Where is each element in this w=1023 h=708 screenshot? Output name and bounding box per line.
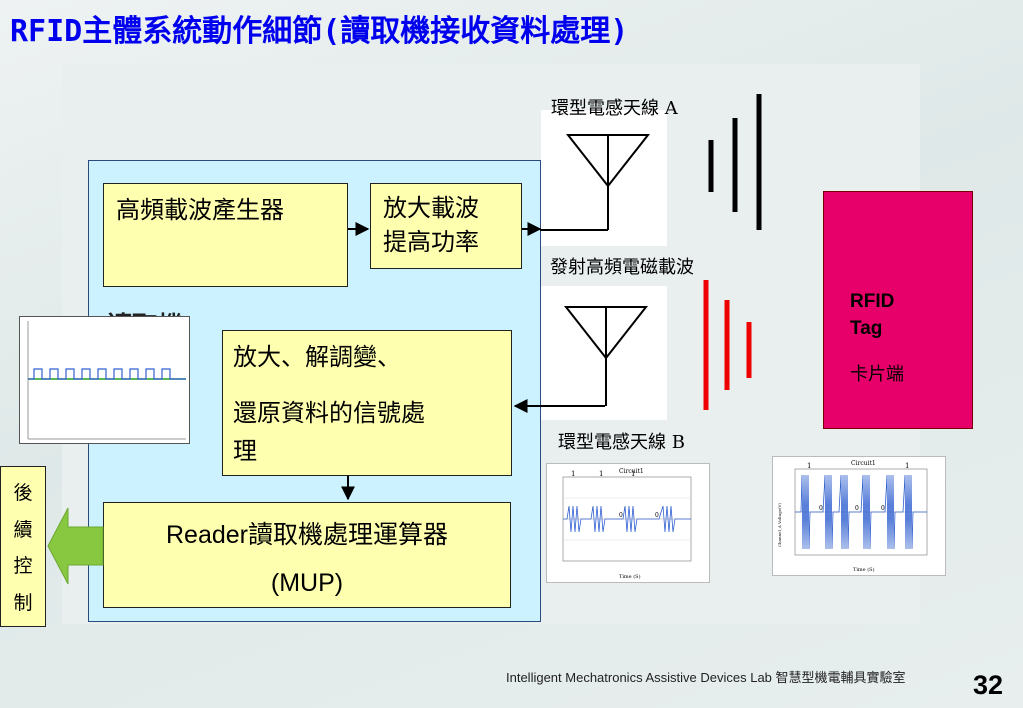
mup-block: Reader讀取機處理運算器 (MUP) [103,502,511,608]
tag-title-line2: Tag [850,318,883,339]
waveform-left-circuit: Circuit1 [619,468,644,475]
antenna-a-label: 環型電感天線 A [551,98,678,119]
carrier-generator-block: 高頻載波產生器 [103,183,348,287]
amplifier-block: 放大載波 提高功率 [370,183,522,269]
rfid-tag: RFID Tag 卡片端 [823,191,973,429]
demodulation-block: 放大、解調變、 還原資料的信號處 理 [222,330,512,476]
tag-title: RFID Tag [850,288,894,342]
waveform-right-bit-3: 0 [855,505,859,512]
waveform-right-plot: Circuit1 Channel_A Voltage(V) 1 0 0 0 1 … [777,460,928,573]
post-control-box: 後 續 控 制 [0,466,46,627]
tag-title-line1: RFID [850,291,895,312]
emit-wave-label: 發射高頻電磁載波 [550,257,694,278]
waveform-left-bit-4: 0 [619,512,623,519]
waveform-right-xaxis: Time (S) [853,566,875,573]
page-number: 32 [973,670,1004,700]
waveform-left-bit-3: 1 [631,470,635,478]
waveform-left-bit-1: 1 [571,470,575,478]
waveform-right-bit-2: 0 [819,505,823,512]
mup-label-line2: (MUP) [270,569,344,597]
waveform-right-bit-1: 1 [807,462,811,470]
amplifier-label-line1: 放大載波 [383,194,479,222]
post-control-char-4: 制 [13,592,33,615]
footer-lab-name: Intelligent Mechatronics Assistive Devic… [506,670,906,685]
post-control-char-2: 續 [13,518,33,541]
antenna-b-background [541,286,667,420]
waveform-left-plot: Circuit1 1 1 1 0 0 Time (S) [562,468,692,580]
amplifier-label-line2: 提高功率 [383,228,479,256]
mup-label-line1: Reader讀取機處理運算器 [166,521,448,549]
demod-label-line1: 放大、解調變、 [233,343,401,371]
waveform-right-bit-4: 0 [881,505,885,512]
waveform-right: Circuit1 Channel_A Voltage(V) 1 0 0 0 1 … [772,456,946,576]
antenna-b-label: 環型電感天線 B [558,432,685,453]
slide-title: RFID主體系統動作細節(讀取機接收資料處理) [10,14,629,49]
demod-label-line2: 還原資料的信號處 [233,399,425,427]
waveform-left-xaxis: Time (S) [619,573,641,580]
waveform-left-bit-5: 0 [655,512,659,519]
waveform-right-ylabel: Channel_A Voltage(V) [777,502,782,547]
output-signal-plot [27,321,186,440]
antenna-a-background [541,110,667,246]
tag-subtitle: 卡片端 [850,364,904,385]
waveform-left: Circuit1 1 1 1 0 0 Time (S) [546,463,710,583]
carrier-generator-label: 高頻載波產生器 [116,196,284,224]
post-control-char-3: 控 [13,555,33,578]
waveform-right-bit-5: 1 [905,462,909,470]
waveform-left-bit-2: 1 [599,470,603,478]
output-signal-scope [19,316,190,444]
waveform-right-circuit: Circuit1 [851,460,876,467]
post-control-char-1: 後 [13,481,33,504]
demod-label-line3: 理 [233,437,257,465]
